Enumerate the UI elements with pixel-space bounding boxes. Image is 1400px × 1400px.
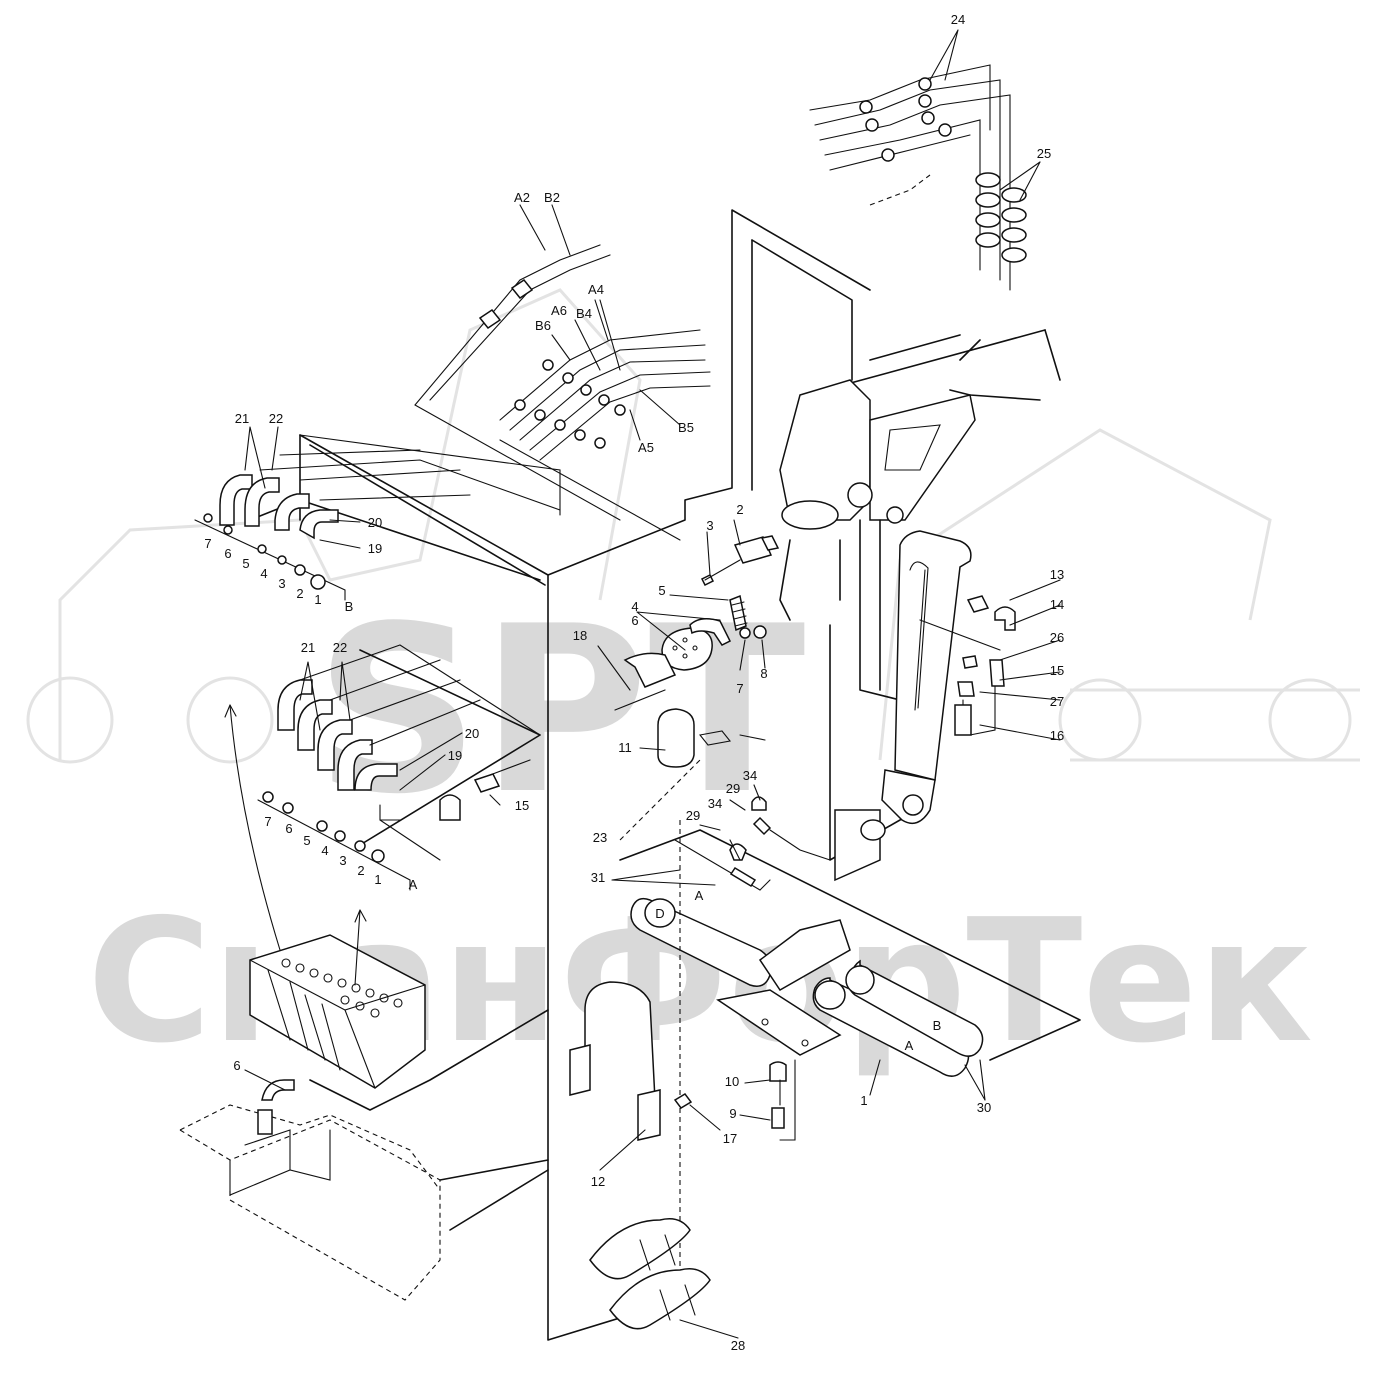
hose-label-a4: A4: [588, 282, 604, 297]
hose-label-a5: A5: [638, 440, 654, 455]
label-18: 18: [573, 628, 587, 643]
label-19a: 19: [368, 541, 382, 556]
label-8: 8: [760, 666, 767, 681]
cyl-label-d: D: [655, 906, 664, 921]
label-1: 1: [860, 1093, 867, 1108]
label-30: 30: [977, 1100, 991, 1115]
port-b-4: 4: [260, 566, 267, 581]
label-34b: 34: [708, 796, 722, 811]
hose-label-b4: B4: [576, 306, 592, 321]
label-27: 27: [1050, 694, 1064, 709]
port-b-letter: B: [345, 599, 354, 614]
label-31: 31: [591, 870, 605, 885]
cyl-label-b: B: [933, 1018, 942, 1033]
boom-assembly: [779, 329, 1061, 882]
port-b-7: 7: [204, 536, 211, 551]
label-17: 17: [723, 1131, 737, 1146]
label-6a: 6: [631, 613, 638, 628]
label-21b: 21: [301, 640, 315, 655]
label-12: 12: [591, 1174, 605, 1189]
port-a-7: 7: [264, 814, 271, 829]
bracket-and-clamps: [569, 981, 711, 1330]
callout-labels: 24 25 2 3 5 4 6 18 8 7 11 34 29 34 29 23…: [233, 12, 1064, 1353]
label-11: 11: [618, 740, 632, 755]
port-a-5: 5: [303, 833, 310, 848]
valve-detail-b: [194, 434, 561, 601]
cyl-label-a-top: A: [695, 888, 704, 903]
label-6b: 6: [233, 1058, 240, 1073]
boom-column: [299, 209, 871, 1341]
label-15a: 15: [1050, 663, 1064, 678]
label-21a: 21: [235, 411, 249, 426]
watermark: SPT СканФорТек: [26, 288, 1360, 1081]
label-23: 23: [593, 830, 607, 845]
leader-lines: [244, 29, 1061, 1339]
port-b-2: 2: [296, 586, 303, 601]
right-fittings: [919, 595, 1016, 736]
hose-label-b5: B5: [678, 420, 694, 435]
label-24: 24: [951, 12, 965, 27]
port-a-4: 4: [321, 843, 328, 858]
cyl-label-a: A: [905, 1038, 914, 1053]
valve-detail-a: [257, 644, 541, 891]
label-13: 13: [1050, 567, 1064, 582]
port-b-5: 5: [242, 556, 249, 571]
port-b-6: 6: [224, 546, 231, 561]
label-9: 9: [729, 1106, 736, 1121]
label-20a: 20: [368, 515, 382, 530]
label-22b: 22: [333, 640, 347, 655]
port-a-1: 1: [374, 872, 381, 887]
label-3: 3: [706, 518, 713, 533]
top-right-hose-group: [809, 64, 1027, 291]
port-b-1: 1: [314, 592, 321, 607]
label-22a: 22: [269, 411, 283, 426]
port-a-3: 3: [339, 853, 346, 868]
excavator-watermark-icon: [26, 288, 1360, 764]
label-15b: 15: [515, 798, 529, 813]
port-a-2: 2: [357, 863, 364, 878]
hose-label-b2: B2: [544, 190, 560, 205]
watermark-logo: SPT: [314, 578, 805, 845]
port-b-3: 3: [278, 576, 285, 591]
hose-label-b6: B6: [535, 318, 551, 333]
label-29b: 29: [686, 808, 700, 823]
upper-hose-bundle: [414, 244, 711, 541]
label-2: 2: [736, 502, 743, 517]
swing-cylinders: [619, 829, 1081, 1077]
label-16: 16: [1050, 728, 1064, 743]
label-19b: 19: [448, 748, 462, 763]
label-5: 5: [658, 583, 665, 598]
label-34a: 34: [743, 768, 757, 783]
label-7: 7: [736, 681, 743, 696]
port-a-6: 6: [285, 821, 292, 836]
hose-labels: A2 B2 A4 B4 A6 B6 B5 A5: [514, 190, 694, 455]
label-4: 4: [631, 599, 638, 614]
hydraulic-tank: [179, 1079, 441, 1196]
label-29a: 29: [726, 781, 740, 796]
hose-label-a6: A6: [551, 303, 567, 318]
label-10: 10: [725, 1074, 739, 1089]
hose-label-a2: A2: [514, 190, 530, 205]
swing-valve-parts: [614, 535, 831, 1280]
label-28: 28: [731, 1338, 745, 1353]
label-20b: 20: [465, 726, 479, 741]
label-25: 25: [1037, 146, 1051, 161]
control-valve-block: [224, 704, 426, 1089]
label-26: 26: [1050, 630, 1064, 645]
port-a-letter: A: [409, 877, 418, 892]
port-labels: 7 6 5 4 3 2 1 B 7 6 5 4 3 2 1 A A D B A: [204, 536, 941, 1053]
label-14: 14: [1050, 597, 1064, 612]
